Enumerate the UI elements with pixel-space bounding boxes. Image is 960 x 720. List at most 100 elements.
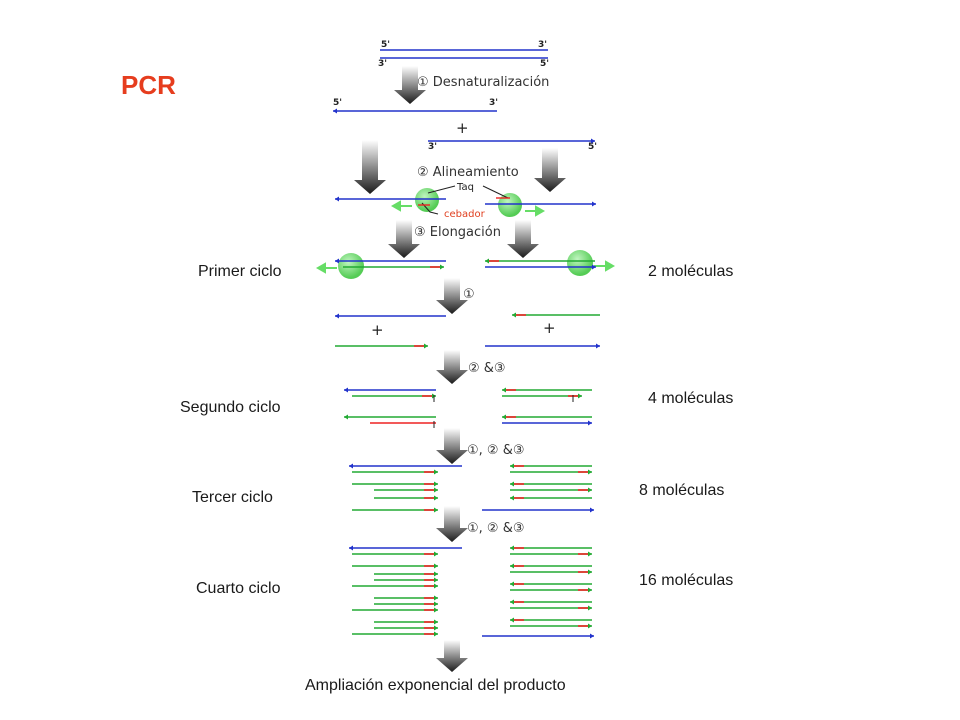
- strand-arrowhead: [424, 343, 428, 349]
- strand-arrowhead: [510, 545, 514, 551]
- molecule-count-first: 2 moléculas: [648, 263, 734, 280]
- page-title: PCR: [121, 70, 176, 100]
- strand-arrowhead: [588, 487, 592, 493]
- strand-arrowhead: [588, 469, 592, 475]
- five-prime-label: 5': [540, 59, 549, 69]
- strand-arrowhead: [434, 583, 438, 589]
- plus-sign: +: [456, 119, 469, 137]
- strand-arrowhead: [502, 387, 506, 393]
- primer-label: cebador: [444, 209, 486, 220]
- step-denaturation: ① Desnaturalización: [417, 75, 549, 90]
- strand-arrowhead: [344, 387, 348, 393]
- step-labels: ① Desnaturalización ② Alineamiento ③ Elo…: [414, 75, 549, 536]
- strand-arrowhead: [434, 487, 438, 493]
- step-annealing: ② Alineamiento: [417, 165, 519, 180]
- cycle-label-first: Primer ciclo: [198, 263, 282, 280]
- cycle-label-fourth: Cuarto ciclo: [196, 580, 281, 597]
- strand-arrowhead: [510, 563, 514, 569]
- strand-arrowhead: [510, 581, 514, 587]
- taq-enzyme: [567, 250, 593, 276]
- strand-arrowhead: [588, 551, 592, 557]
- arrow-cycle4: [436, 506, 468, 542]
- taq-enzyme: [338, 253, 364, 279]
- strand-arrowhead: [440, 264, 444, 270]
- step-elongation: ③ Elongación: [414, 225, 501, 240]
- arrow-annealing-right: [534, 148, 566, 192]
- arrow-cycle2-step23: [436, 350, 468, 384]
- dna-strands: [333, 49, 600, 639]
- three-prime-label: 3': [538, 40, 547, 50]
- strand-arrowhead: [434, 577, 438, 583]
- strand-arrowhead: [510, 617, 514, 623]
- strand-arrowhead: [434, 469, 438, 475]
- plus-sign: +: [371, 321, 384, 339]
- strand-arrowhead: [588, 569, 592, 575]
- taq-enzyme: [415, 188, 439, 212]
- arrow-cycle3: [436, 428, 468, 464]
- strand-arrowhead: [578, 393, 582, 399]
- molecule-count-fourth: 16 moléculas: [639, 572, 734, 589]
- cycle-label-second: Segundo ciclo: [180, 399, 281, 416]
- strand-end-labels: 5' 3' 3' 5' 5' 3' 3' 5': [333, 40, 597, 152]
- strand-arrowhead: [510, 495, 514, 501]
- step-2-3: ② &③: [468, 361, 506, 376]
- strand-arrowhead: [588, 623, 592, 629]
- step-1-2-3-b: ①, ② &③: [467, 521, 525, 536]
- five-prime-label: 5': [588, 142, 597, 152]
- taq-enzyme: [498, 193, 522, 217]
- strand-arrowhead: [434, 619, 438, 625]
- elongation-direction-arrows: [315, 200, 616, 274]
- strand-arrowhead: [591, 138, 595, 144]
- three-prime-label: 3': [378, 59, 387, 69]
- strand-arrowhead: [349, 463, 353, 469]
- process-arrows: [354, 66, 566, 672]
- strand-ticks: [433, 395, 574, 428]
- strand-arrowhead: [588, 605, 592, 611]
- cycle-label-third: Tercer ciclo: [192, 489, 273, 506]
- strand-arrowhead: [335, 196, 339, 202]
- arrow-elongation-right: [507, 220, 539, 258]
- strand-arrowhead: [592, 201, 596, 207]
- strand-arrowhead: [349, 545, 353, 551]
- molecule-count-third: 8 moléculas: [639, 482, 725, 499]
- strand-arrowhead: [434, 551, 438, 557]
- strand-arrowhead: [333, 108, 337, 114]
- strand-arrowhead: [434, 601, 438, 607]
- strand-arrowhead: [434, 571, 438, 577]
- strand-arrowhead: [335, 313, 339, 319]
- strand-arrowhead: [485, 258, 489, 264]
- five-prime-label: 5': [381, 40, 390, 50]
- arrow-elongation-left: [388, 220, 420, 258]
- strand-arrowhead: [434, 507, 438, 513]
- strand-arrowhead: [434, 495, 438, 501]
- three-prime-label: 3': [489, 98, 498, 108]
- arrow-cycle1-step1: [436, 278, 468, 314]
- strand-arrowhead: [510, 599, 514, 605]
- strand-arrowhead: [434, 625, 438, 631]
- strand-arrowhead: [434, 607, 438, 613]
- arrow-denaturation: [394, 66, 426, 104]
- strand-arrowhead: [434, 481, 438, 487]
- strand-arrowhead: [510, 463, 514, 469]
- strand-arrowhead: [590, 633, 594, 639]
- strand-arrowhead: [434, 563, 438, 569]
- taq-enzymes: [338, 188, 593, 279]
- plus-signs: + + +: [371, 119, 556, 339]
- step-1: ①: [463, 287, 475, 302]
- footer-caption: Ampliación exponencial del producto: [305, 677, 566, 694]
- strand-arrowhead: [344, 414, 348, 420]
- strand-arrowhead: [588, 587, 592, 593]
- molecule-count-second: 4 moléculas: [648, 390, 734, 407]
- three-prime-label: 3': [428, 142, 437, 152]
- taq-label: Taq: [456, 182, 474, 193]
- strand-arrowhead: [434, 631, 438, 637]
- strand-arrowhead: [592, 264, 596, 270]
- arrow-annealing-left: [354, 140, 386, 194]
- strand-arrowhead: [512, 312, 516, 318]
- arrow-final: [436, 640, 468, 672]
- strand-arrowhead: [502, 414, 506, 420]
- five-prime-label: 5': [333, 98, 342, 108]
- strand-arrowhead: [510, 481, 514, 487]
- plus-sign: +: [543, 319, 556, 337]
